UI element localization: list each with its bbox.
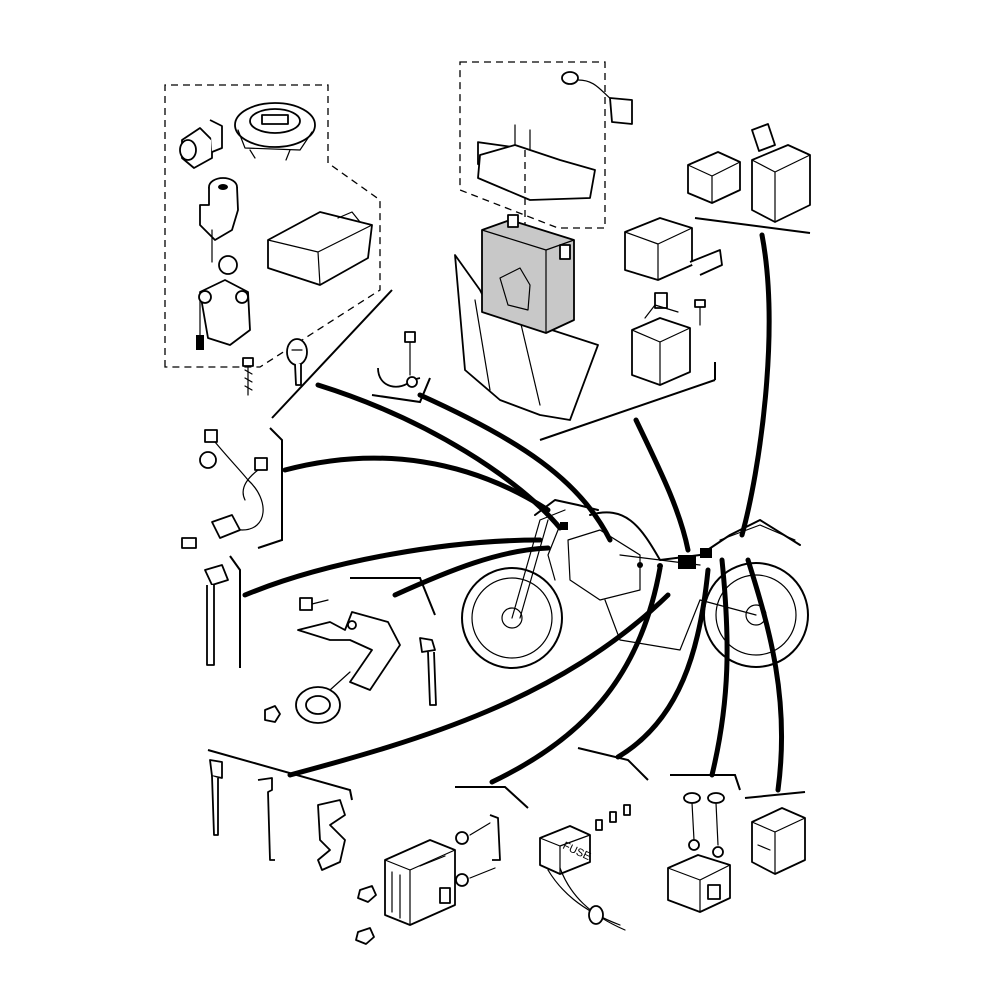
- fuse-group-frame: [577, 747, 649, 781]
- ecu-unit: [267, 211, 373, 286]
- motorcycle-outline: [461, 499, 809, 669]
- starter-relay-bottom-group: [667, 792, 731, 913]
- regulator-bolt-lower: [455, 867, 496, 887]
- clamp-group-frame: [207, 749, 353, 801]
- flasher-relay-group: [751, 807, 806, 875]
- relay-group-frame: [694, 217, 811, 234]
- ground-bolt-frame: [371, 377, 431, 404]
- horn-bolt: [299, 597, 329, 611]
- cable-tie-left-frame: [229, 555, 241, 668]
- fuse-group: FUSE: [539, 804, 631, 931]
- flasher-relay: [751, 807, 806, 875]
- starter-relay-body: [631, 292, 691, 386]
- clamp-group: [209, 759, 346, 871]
- rear-wheel: [703, 562, 809, 668]
- battery-cover-group: [477, 124, 596, 230]
- harness-connectors: [560, 522, 712, 569]
- wire-fuse-box: [615, 567, 711, 760]
- relay-group-right: [687, 123, 811, 223]
- relay-coupler: [687, 151, 741, 204]
- ignition-key: [286, 338, 308, 386]
- rectifier-regulator: [384, 839, 456, 926]
- cable-tie-long: [209, 759, 223, 836]
- relay-bolt: [694, 299, 706, 326]
- main-switch: [196, 177, 251, 350]
- fuel-cap-lock: [234, 102, 316, 161]
- seat-lock-cylinder: [179, 119, 223, 169]
- wire-hook: [257, 777, 275, 861]
- regulator-bolt-upper: [455, 814, 501, 861]
- wire-battery-box: [633, 417, 691, 553]
- fuse-box-harness: [547, 869, 621, 926]
- relay-connector-small: [751, 123, 776, 152]
- horn-nut: [264, 705, 281, 723]
- regulator-nut-a: [357, 885, 377, 903]
- group-frames: [164, 61, 811, 809]
- regulator-group-frame: [455, 786, 529, 809]
- horn: [295, 671, 351, 724]
- fuse-box: FUSE: [539, 825, 592, 875]
- starter-relay-cover: [624, 217, 723, 281]
- battery-group-frame: [539, 379, 716, 441]
- horn-group: [264, 597, 437, 724]
- harness-clamp: [317, 799, 346, 871]
- sub-wire-harness: [181, 429, 268, 549]
- screw-right: [707, 792, 725, 858]
- ignition-group: [179, 102, 373, 396]
- regulator-nut-b: [355, 927, 375, 945]
- starter-relay-frame: [670, 774, 741, 791]
- ignition-group-dashed-frame: [164, 84, 381, 368]
- turn-signal-relay: [751, 144, 811, 223]
- wire-flasher-relay: [745, 557, 785, 793]
- rectifier-regulator-group: [355, 814, 501, 945]
- wire-starter-relay: [709, 557, 730, 778]
- front-wheel: [461, 567, 563, 669]
- fuse-holder-clip: [588, 905, 604, 925]
- starter-relay-unit: [667, 854, 731, 913]
- wire-regulator: [489, 565, 663, 785]
- battery-cover-dashed-frame: [459, 61, 606, 229]
- wire-ground-bolt: [417, 392, 613, 543]
- wire-cable-tie-left: [242, 537, 543, 598]
- battery-box-group: [454, 214, 599, 421]
- cable-tie-left: [204, 564, 229, 666]
- horn-group-frame: [350, 577, 436, 616]
- wire-clamps-bottom: [287, 592, 671, 778]
- cable-tie-small: [419, 637, 437, 706]
- flasher-relay-frame: [744, 791, 806, 799]
- switch-mount-bolt: [242, 357, 254, 396]
- sub-harness-frame: [257, 427, 283, 549]
- spare-fuses: [595, 804, 631, 831]
- sensor-lead: [561, 71, 633, 125]
- ground-bolt: [377, 331, 421, 388]
- wire-sub-harness: [282, 455, 551, 513]
- starter-relay-group: [624, 217, 723, 386]
- wire-relay-right: [739, 232, 772, 538]
- ignition-group-frame: [271, 289, 393, 419]
- horn-bracket: [297, 611, 401, 691]
- screw-left: [683, 792, 701, 851]
- battery: [481, 214, 575, 334]
- leader-wires: [242, 232, 785, 793]
